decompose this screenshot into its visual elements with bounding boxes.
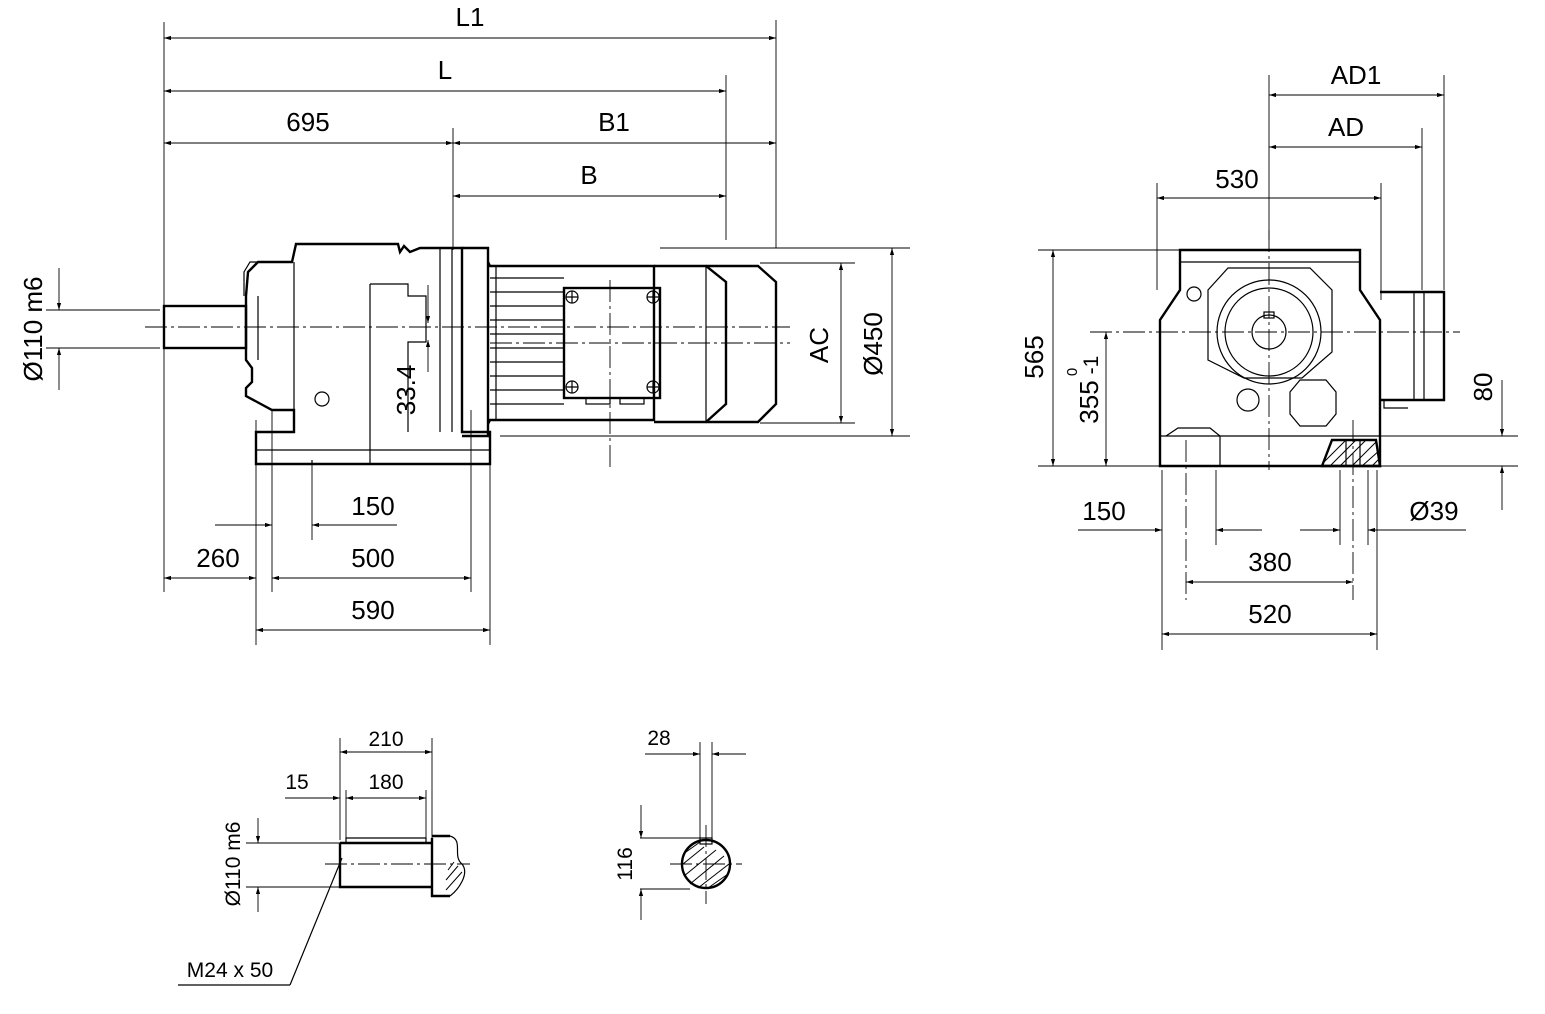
end-extension-lines — [1038, 75, 1518, 650]
shaft-diameter-label: Ø110 m6 — [18, 276, 48, 381]
shaft-detail: 210 15 180 Ø110 m6 M24 x 50 — [178, 728, 470, 986]
tolerance-lower-label: -1 — [1080, 356, 1103, 375]
dim-AC-label: AC — [804, 327, 834, 363]
tolerance-upper-label: 0 — [1064, 368, 1081, 376]
dim-B1-label: B1 — [598, 107, 630, 137]
dim-500-label: 500 — [351, 543, 394, 573]
side-extension-lines — [46, 20, 910, 645]
dim-39-label: Ø39 — [1409, 496, 1458, 526]
dim-28-label: 28 — [647, 727, 670, 750]
side-view: L1 L 695 B1 B Ø110 m6 33.4 AC Ø450 150 2… — [18, 2, 910, 645]
motor — [462, 246, 778, 438]
dim-AD1-label: AD1 — [1331, 60, 1382, 90]
dim-565-label: 565 — [1019, 335, 1049, 378]
end-dimension-lines — [1050, 92, 1505, 637]
key-section: 28 116 — [614, 727, 746, 920]
dim-695-label: 695 — [286, 107, 329, 137]
dim-33-4-label: 33.4 — [391, 365, 421, 416]
dim-AD-label: AD — [1328, 112, 1364, 142]
dim-520-label: 520 — [1248, 599, 1291, 629]
dim-15-label: 15 — [285, 771, 308, 794]
dim-150-side-label: 150 — [351, 491, 394, 521]
dim-530-label: 530 — [1215, 164, 1258, 194]
dim-260-label: 260 — [196, 543, 239, 573]
dim-355-label: 355 — [1074, 380, 1104, 423]
side-dimension-lines — [56, 35, 895, 633]
dim-180-label: 180 — [368, 771, 403, 794]
gear-housing — [243, 242, 492, 466]
dim-80-label: 80 — [1468, 373, 1498, 402]
dim-116-label: 116 — [614, 847, 637, 880]
thread-label: M24 x 50 — [187, 959, 273, 982]
dim-380-label: 380 — [1248, 547, 1291, 577]
dim-L1-label: L1 — [456, 2, 485, 32]
dim-150-end-label: 150 — [1082, 496, 1125, 526]
dim-L-label: L — [438, 55, 452, 85]
dim-210-label: 210 — [368, 728, 403, 751]
end-housing — [1158, 248, 1446, 468]
dim-450-label: Ø450 — [858, 312, 888, 376]
end-view: AD1 AD 530 565 355 0 -1 80 150 Ø39 380 5… — [1019, 60, 1518, 650]
dim-B-label: B — [580, 160, 597, 190]
dim-590-label: 590 — [351, 595, 394, 625]
detail-shaft-diameter-label: Ø110 m6 — [222, 822, 245, 907]
